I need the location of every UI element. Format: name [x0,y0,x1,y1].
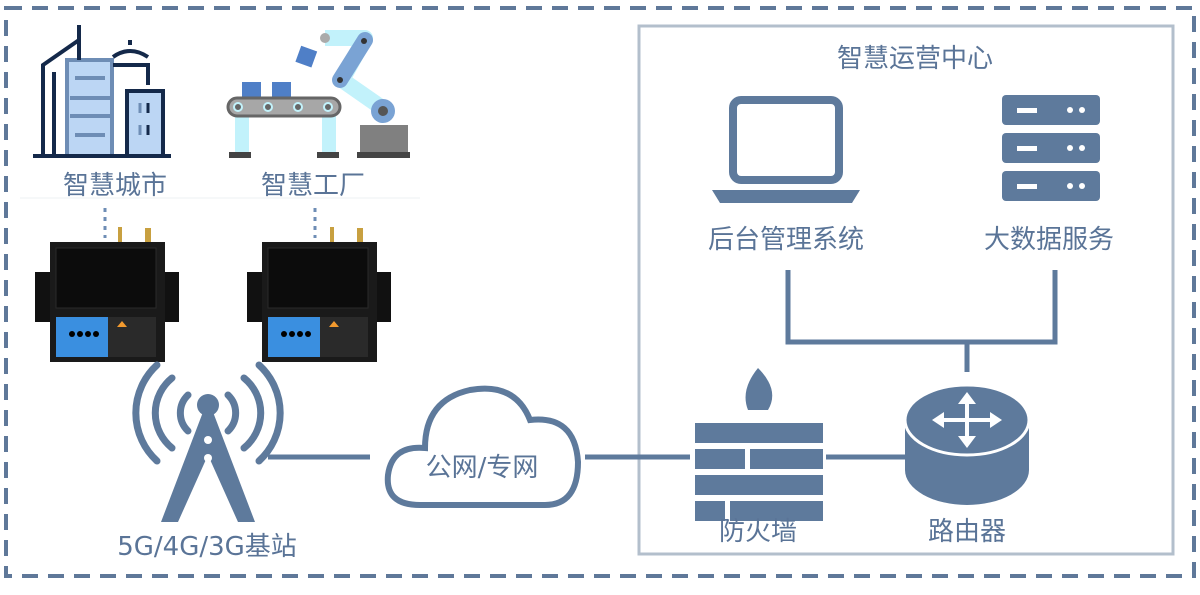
city-buildings-icon [33,25,171,158]
center-title: 智慧运营中心 [837,44,993,74]
operations-center-panel [637,24,1175,556]
firewall-label: 防火墙 [719,517,797,547]
server-icon [1002,95,1100,201]
laptop-icon [712,96,860,203]
backend-label: 后台管理系统 [708,225,864,255]
router-label: 路由器 [928,517,1006,547]
tower-body [161,394,255,522]
scene-label-city: 智慧城市 [63,171,167,201]
cell-tower-icon [132,361,284,465]
bigdata-label: 大数据服务 [984,225,1114,255]
router-icon [903,383,1031,505]
scene-label-factory: 智慧工厂 [261,171,365,201]
base-station-label: 5G/4G/3G基站 [117,532,297,562]
cloud-icon [384,385,582,508]
firewall-icon [695,368,823,521]
industrial-router-device-2 [246,226,392,363]
outer-frame [4,6,1196,578]
network-label: 公网/专网 [426,453,539,483]
factory-robot-arm-icon [226,30,410,158]
industrial-router-device [35,227,179,362]
